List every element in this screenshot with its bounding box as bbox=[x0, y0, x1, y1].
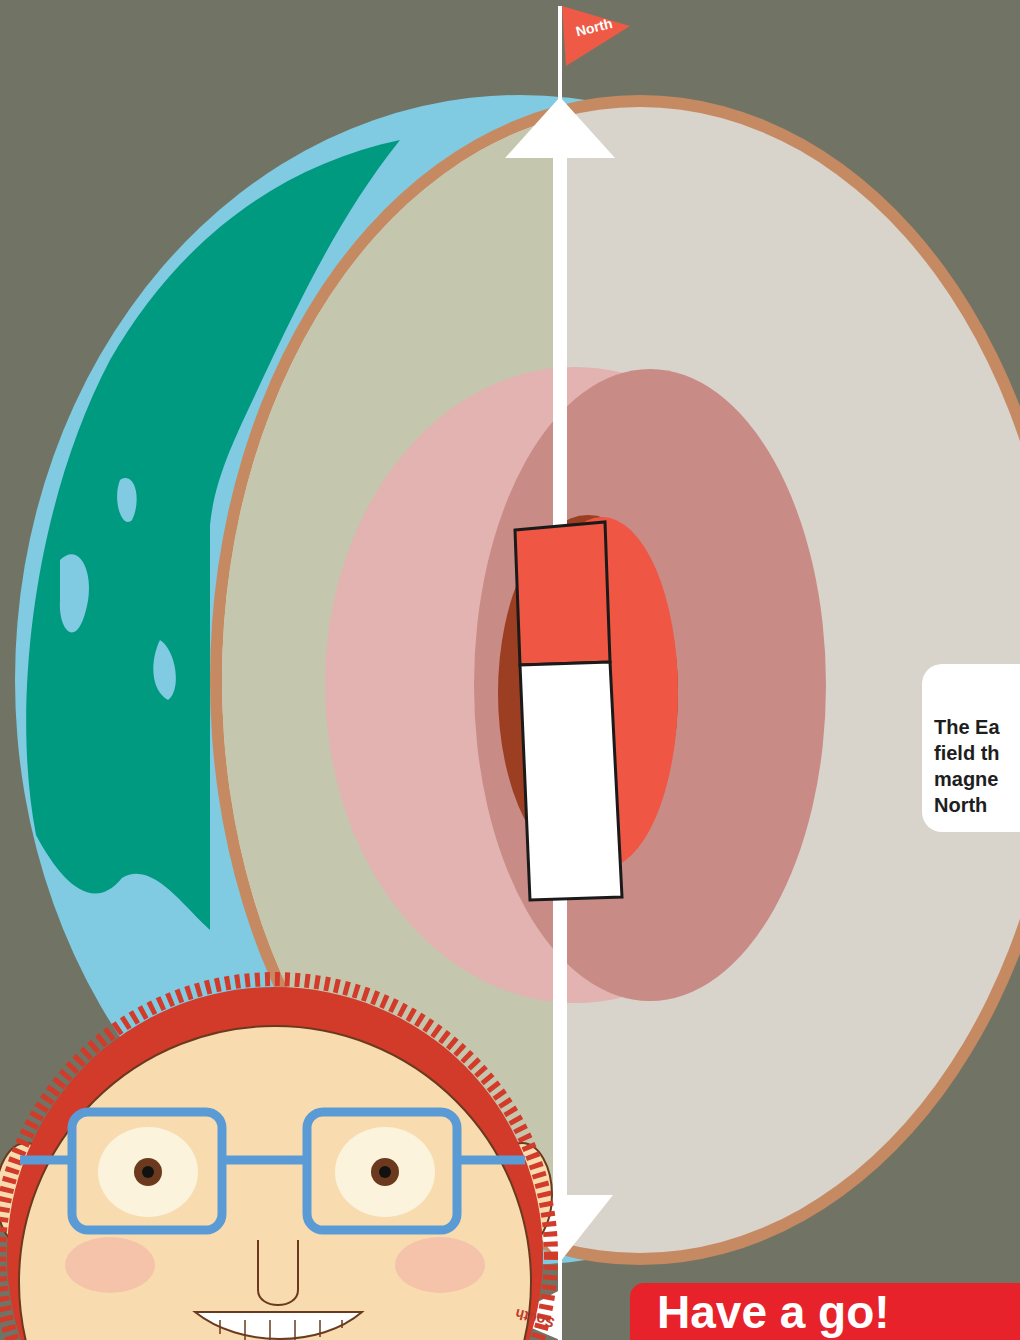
teeth bbox=[220, 1320, 342, 1340]
pupil bbox=[371, 1158, 399, 1186]
island bbox=[35, 920, 61, 970]
nose bbox=[258, 1240, 298, 1305]
bubble-text: The Ea field th magne North bbox=[934, 714, 1019, 818]
lake bbox=[60, 554, 89, 632]
flag-pole bbox=[558, 6, 562, 100]
glasses-arm bbox=[457, 1156, 525, 1165]
cheek bbox=[65, 1237, 155, 1293]
pupil-dot bbox=[142, 1166, 154, 1178]
glasses-arm bbox=[20, 1156, 72, 1165]
outer-core bbox=[325, 367, 825, 1003]
banner-text: Have a go! bbox=[657, 1288, 1020, 1336]
arrow-head bbox=[505, 97, 615, 158]
outer-core-face bbox=[474, 369, 826, 1001]
eye-white bbox=[98, 1127, 198, 1217]
banner-box: Have a go! bbox=[630, 1283, 1020, 1340]
lake bbox=[153, 640, 176, 700]
lake bbox=[117, 478, 137, 522]
pupil-dot bbox=[379, 1166, 391, 1178]
speech-bubble: The Ea field th magne North bbox=[922, 664, 1020, 832]
cheek bbox=[395, 1237, 485, 1293]
magnet-south bbox=[520, 662, 622, 900]
glasses-lens bbox=[72, 1112, 222, 1230]
glasses-bridge bbox=[222, 1156, 307, 1165]
eye-white bbox=[335, 1127, 435, 1217]
pupil bbox=[134, 1158, 162, 1186]
north-flag bbox=[562, 6, 630, 66]
magnet-north bbox=[515, 522, 610, 665]
glasses-lens bbox=[307, 1112, 457, 1230]
face bbox=[19, 1026, 531, 1340]
